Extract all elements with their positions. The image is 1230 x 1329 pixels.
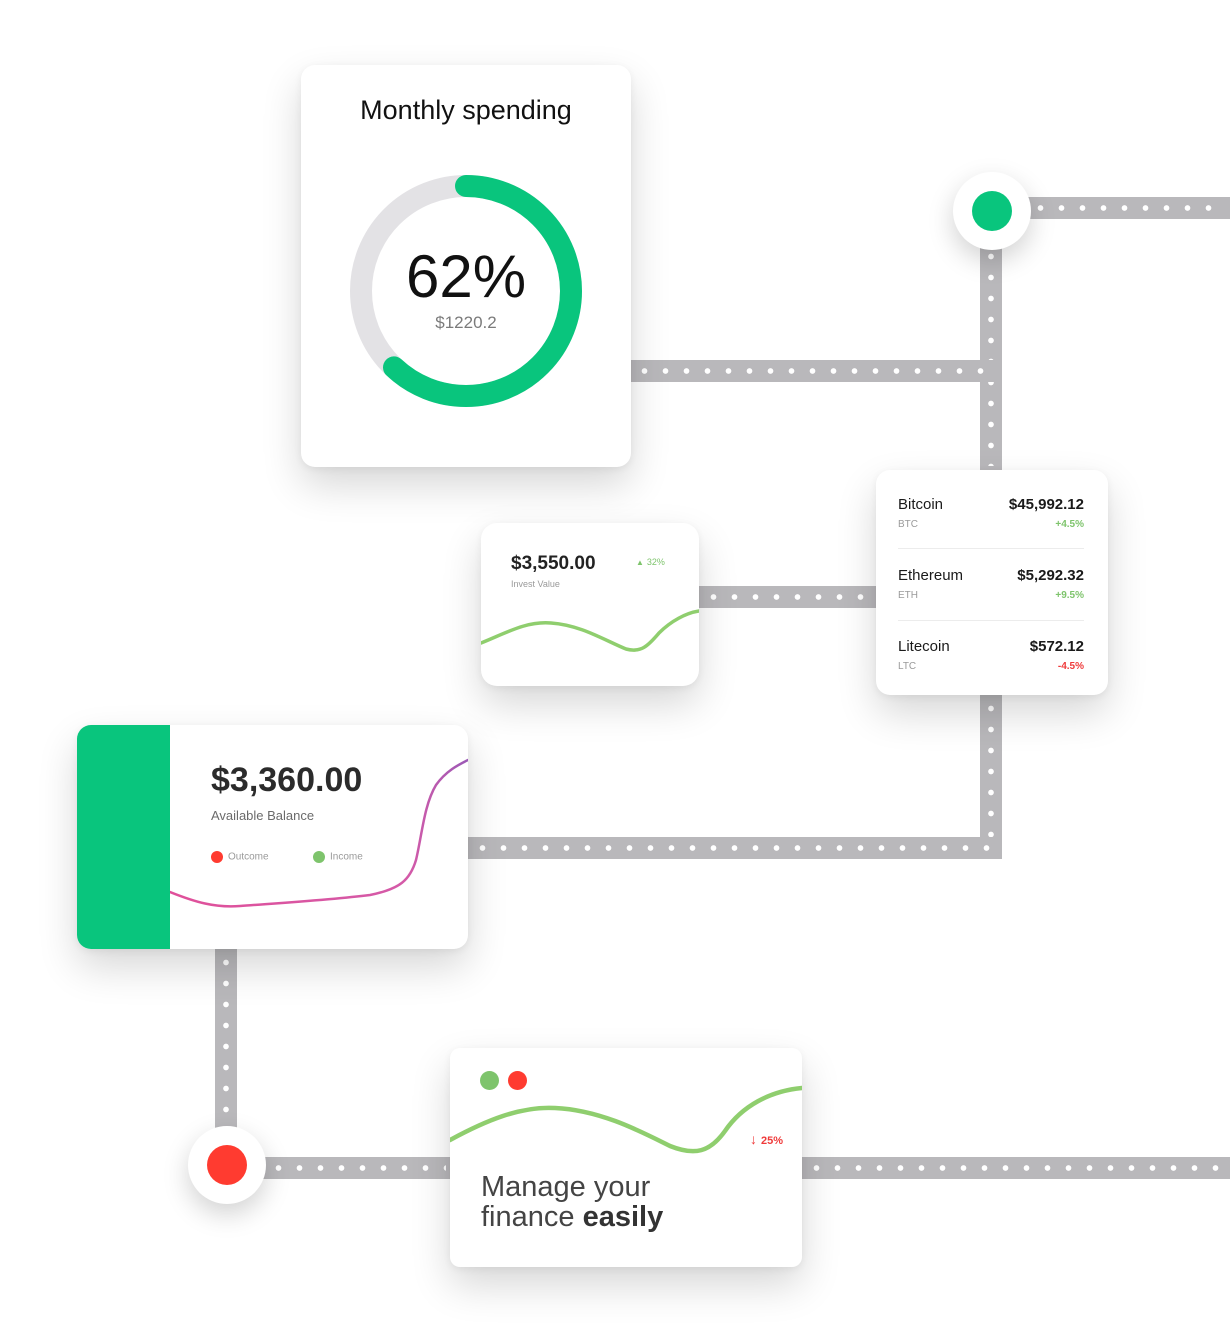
legend-label: Income [330, 851, 363, 863]
crypto-row-bitcoin[interactable]: Bitcoin BTC $45,992.12 +4.5% [898, 478, 1084, 549]
balance-amount: $3,360.00 [211, 761, 363, 799]
crypto-name: Ethereum [898, 567, 964, 584]
crypto-row-litecoin[interactable]: Litecoin LTC $572.12 -4.5% [898, 622, 1084, 692]
invest-value-card: $3,550.00 Invest Value ▲32% [481, 523, 699, 686]
arrow-down-icon: ↓ [750, 1131, 757, 1147]
outcome-dot-icon [211, 851, 223, 863]
crypto-row-ethereum[interactable]: Ethereum ETH $5,292.32 +9.5% [898, 550, 1084, 621]
connector-track [628, 360, 1002, 382]
crypto-symbol: LTC [898, 661, 917, 672]
invest-change-value: 32% [646, 557, 665, 567]
income-dot-icon [313, 851, 325, 863]
connector-track [262, 1157, 452, 1179]
crypto-price: $5,292.32 [1017, 567, 1084, 584]
legend-outcome: Outcome [211, 851, 269, 863]
connector-track [1003, 197, 1230, 219]
connector-track [800, 1157, 1230, 1179]
spending-amount: $1220.2 [435, 313, 497, 332]
green-node [953, 172, 1031, 250]
legend-label: Outcome [228, 851, 269, 863]
spending-percent: 62% [405, 243, 527, 310]
manage-title: Manage your finance easily [481, 1172, 663, 1232]
crypto-name: Bitcoin [898, 496, 944, 513]
balance-accent-bar [77, 725, 170, 949]
triangle-up-icon: ▲ [636, 558, 644, 567]
crypto-change: +4.5% [1055, 519, 1084, 530]
manage-change: ↓ 25% [750, 1131, 783, 1147]
connector-track [697, 586, 879, 608]
manage-sparkline [450, 1085, 802, 1154]
crypto-change: -4.5% [1057, 661, 1084, 672]
spending-donut-chart [350, 175, 582, 407]
red-window-dot-icon [508, 1071, 527, 1090]
connector-track [466, 837, 1002, 859]
balance-label: Available Balance [211, 808, 315, 823]
crypto-prices-card: Bitcoin BTC $45,992.12 +4.5% Ethereum ET… [876, 470, 1108, 695]
balance-chart [170, 758, 468, 908]
red-dot-icon [207, 1145, 247, 1185]
connector-track [980, 240, 1002, 472]
donut-progress-arc [350, 175, 582, 407]
green-dot-icon [972, 191, 1012, 231]
manage-finance-card: ↓ 25% Manage your finance easily [450, 1048, 802, 1267]
invest-change: ▲32% [636, 557, 665, 567]
crypto-price: $45,992.12 [1008, 496, 1084, 513]
crypto-change: +9.5% [1055, 590, 1084, 601]
red-node [188, 1126, 266, 1204]
connector-track [215, 946, 237, 1171]
manage-title-line2: finance [481, 1201, 575, 1233]
invest-label: Invest Value [511, 579, 560, 589]
legend-income: Income [313, 851, 363, 863]
invest-sparkline [481, 609, 699, 652]
spending-title: Monthly spending [360, 95, 572, 125]
green-window-dot-icon [480, 1071, 499, 1090]
crypto-name: Litecoin [898, 638, 950, 655]
crypto-symbol: BTC [898, 519, 918, 530]
manage-title-line1: Manage your [481, 1171, 651, 1203]
crypto-symbol: ETH [898, 590, 918, 601]
connector-track [980, 692, 1002, 859]
manage-title-strong: easily [582, 1201, 664, 1233]
monthly-spending-card: Monthly spending 62% $1220.2 [301, 65, 631, 467]
crypto-price: $572.12 [1029, 638, 1084, 655]
manage-change-value: 25% [761, 1135, 784, 1147]
invest-value: $3,550.00 [511, 553, 596, 574]
available-balance-card: $3,360.00 Available Balance Outcome Inco… [77, 725, 468, 949]
